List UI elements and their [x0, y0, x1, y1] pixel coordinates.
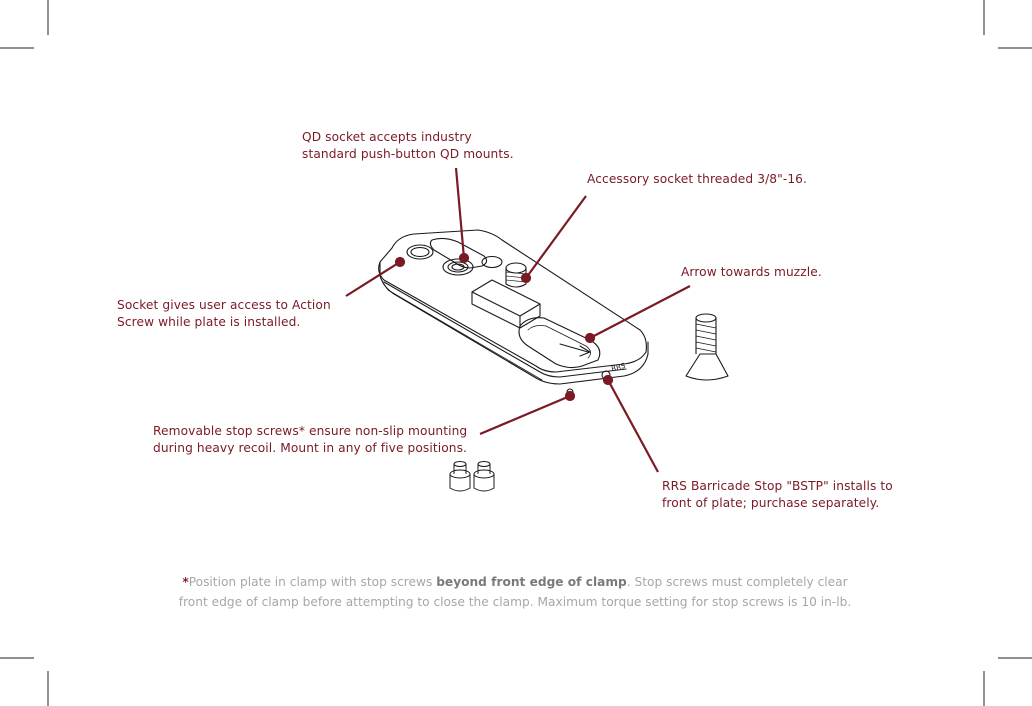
callout-accessory-socket-line1: Accessory socket threaded 3/8"-16.	[587, 172, 808, 186]
rear-slot	[429, 237, 488, 269]
callout-stop-screws: Removable stop screws* ensure non-slip m…	[153, 423, 467, 457]
plate-top-face	[378, 229, 647, 373]
callout-barricade-stop-line2: front of plate; purchase separately.	[662, 496, 880, 510]
loose-screw-head	[685, 353, 729, 381]
action-screw-socket-inner	[410, 246, 430, 258]
leader-qd-socket-dot	[458, 252, 470, 264]
accessory-stud	[505, 267, 527, 288]
stop-screw-left-body	[449, 474, 471, 492]
stop-screw-left-top	[449, 469, 471, 479]
footnote-line1-tail: . Stop screws must completely clear	[626, 575, 848, 589]
callout-arrow-muzzle-line1: Arrow towards muzzle.	[681, 265, 822, 279]
callout-qd-socket-line2: standard push-button QD mounts.	[302, 147, 514, 161]
callout-accessory-socket: Accessory socket threaded 3/8"-16.	[587, 171, 807, 188]
action-screw-socket	[406, 244, 434, 260]
stop-screw-right-thread	[477, 464, 491, 474]
leader-stop-screws	[479, 394, 571, 436]
callout-qd-socket: QD socket accepts industry standard push…	[302, 129, 514, 163]
stop-screw-left-tip	[453, 461, 467, 467]
muzzle-arrow-shaft	[559, 343, 589, 353]
footnote-emphasis: beyond front edge of clamp	[436, 575, 627, 589]
stop-screws-pair	[449, 461, 495, 492]
stop-screw-right-body	[473, 474, 495, 492]
front-pocket-inner	[527, 325, 591, 359]
footnote-star: *	[182, 575, 189, 589]
footnote-lead: Position plate in clamp with stop screws	[188, 575, 437, 589]
callout-action-screw-line2: Screw while plate is installed.	[117, 315, 301, 329]
stop-screw-right-top	[473, 469, 495, 479]
callout-stop-screws-line2: during heavy recoil. Mount in any of fiv…	[153, 441, 468, 455]
leader-arrow-muzzle	[589, 285, 691, 339]
callout-action-screw-line1: Socket gives user access to Action	[117, 298, 331, 312]
leader-action-screw	[345, 261, 401, 297]
raised-block	[471, 279, 541, 329]
mounting-plate-drawing	[378, 229, 649, 396]
loose-screw-tip	[695, 313, 717, 323]
qd-socket-core	[451, 263, 465, 271]
footnote: *Position plate in clamp with stop screw…	[150, 572, 880, 612]
leader-stop-screws-dot	[564, 390, 576, 402]
plate-bottom-line	[387, 289, 543, 381]
plate-engraving: RRS	[611, 362, 627, 373]
leader-barricade-stop	[607, 379, 659, 473]
loose-screw-drawing	[685, 313, 729, 381]
leader-accessory-socket	[525, 195, 587, 279]
plate-side-edge	[379, 261, 649, 385]
leader-qd-socket	[454, 167, 466, 259]
callout-barricade-stop-line1: RRS Barricade Stop "BSTP" installs to	[662, 479, 893, 493]
stop-screw-right-tip	[477, 461, 491, 467]
accessory-stud-top	[505, 262, 527, 274]
callout-qd-socket-line1: QD socket accepts industry	[302, 130, 472, 144]
qd-socket-inner	[447, 261, 469, 273]
qd-socket	[442, 258, 474, 276]
callout-arrow-muzzle: Arrow towards muzzle.	[681, 264, 822, 281]
raised-block-top	[471, 291, 541, 317]
front-pocket	[518, 317, 601, 369]
leader-action-screw-dot	[394, 256, 406, 268]
callout-action-screw: Socket gives user access to Action Screw…	[117, 297, 331, 331]
footnote-line1: *Position plate in clamp with stop screw…	[150, 572, 880, 592]
small-pocket	[481, 255, 503, 269]
footnote-line2: front edge of clamp before attempting to…	[178, 595, 852, 609]
leader-arrow-muzzle-dot	[584, 332, 596, 344]
leader-accessory-socket-dot	[520, 272, 532, 284]
plate-dovetail-line	[383, 281, 627, 378]
muzzle-arrow-head	[579, 345, 591, 357]
callout-barricade-stop: RRS Barricade Stop "BSTP" installs to fr…	[662, 478, 893, 512]
leader-lines	[345, 167, 691, 473]
callout-stop-screws-line1: Removable stop screws* ensure non-slip m…	[153, 424, 468, 438]
stop-screw-left-thread	[453, 464, 467, 474]
leader-barricade-stop-dot	[602, 374, 614, 386]
